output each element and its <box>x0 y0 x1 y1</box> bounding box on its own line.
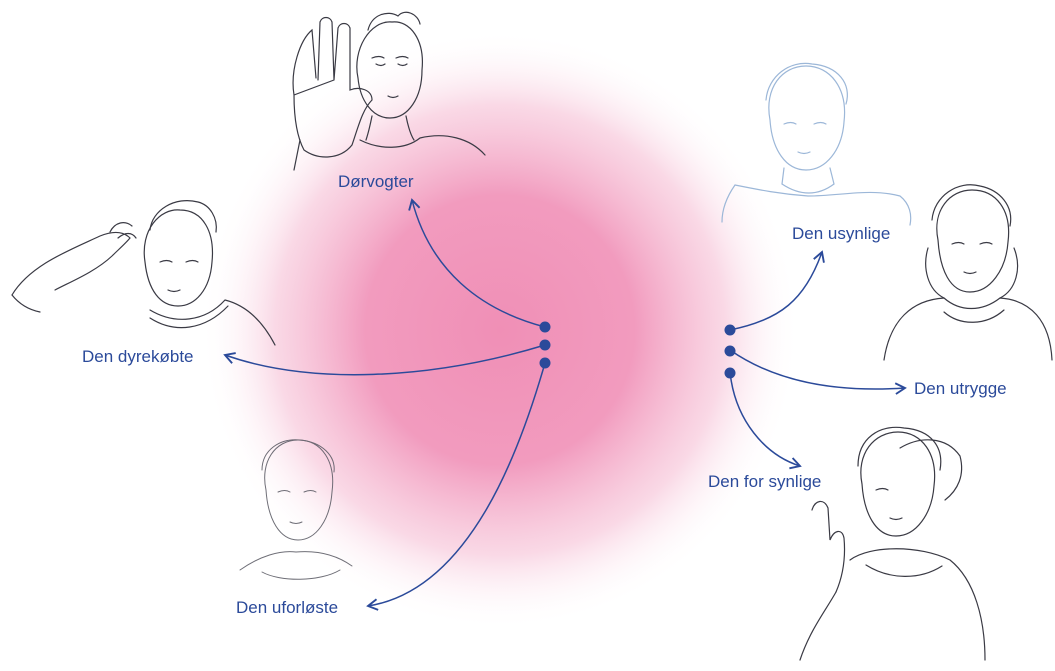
arrow-to-unresolved <box>366 362 546 611</box>
dot-left-top <box>539 321 551 333</box>
dot-left-middle <box>539 339 551 351</box>
boy-neutral-figure <box>239 439 353 580</box>
label-insecure: Den utrygge <box>914 379 1007 398</box>
dot-right-top <box>724 324 736 336</box>
boy-salute-figure <box>11 200 276 346</box>
pink-glow <box>200 30 800 630</box>
arrow-to-invisible <box>729 250 825 331</box>
label-invisible: Den usynlige <box>792 224 891 243</box>
dot-right-middle <box>724 345 736 357</box>
dot-left-bottom <box>539 357 551 369</box>
label-unresolved: Den uforløste <box>236 598 339 617</box>
arrow-to-expensive <box>223 344 546 376</box>
arrow-to-insecure <box>729 349 907 395</box>
label-doorkeeper: Dørvogter <box>338 172 414 191</box>
label-expensive: Den dyrekøbte <box>82 347 194 366</box>
boy-faded-figure <box>721 62 912 226</box>
arrow-to-doorkeeper <box>408 198 546 328</box>
label-too-visible: Den for synlige <box>708 472 822 491</box>
boy-hand-on-forehead-figure <box>799 426 986 661</box>
boy-hands-on-cheeks-figure <box>883 184 1053 361</box>
dot-right-bottom <box>724 367 736 379</box>
arrow-to-too-visible <box>729 371 802 470</box>
boy-stop-hand-figure <box>292 11 486 171</box>
